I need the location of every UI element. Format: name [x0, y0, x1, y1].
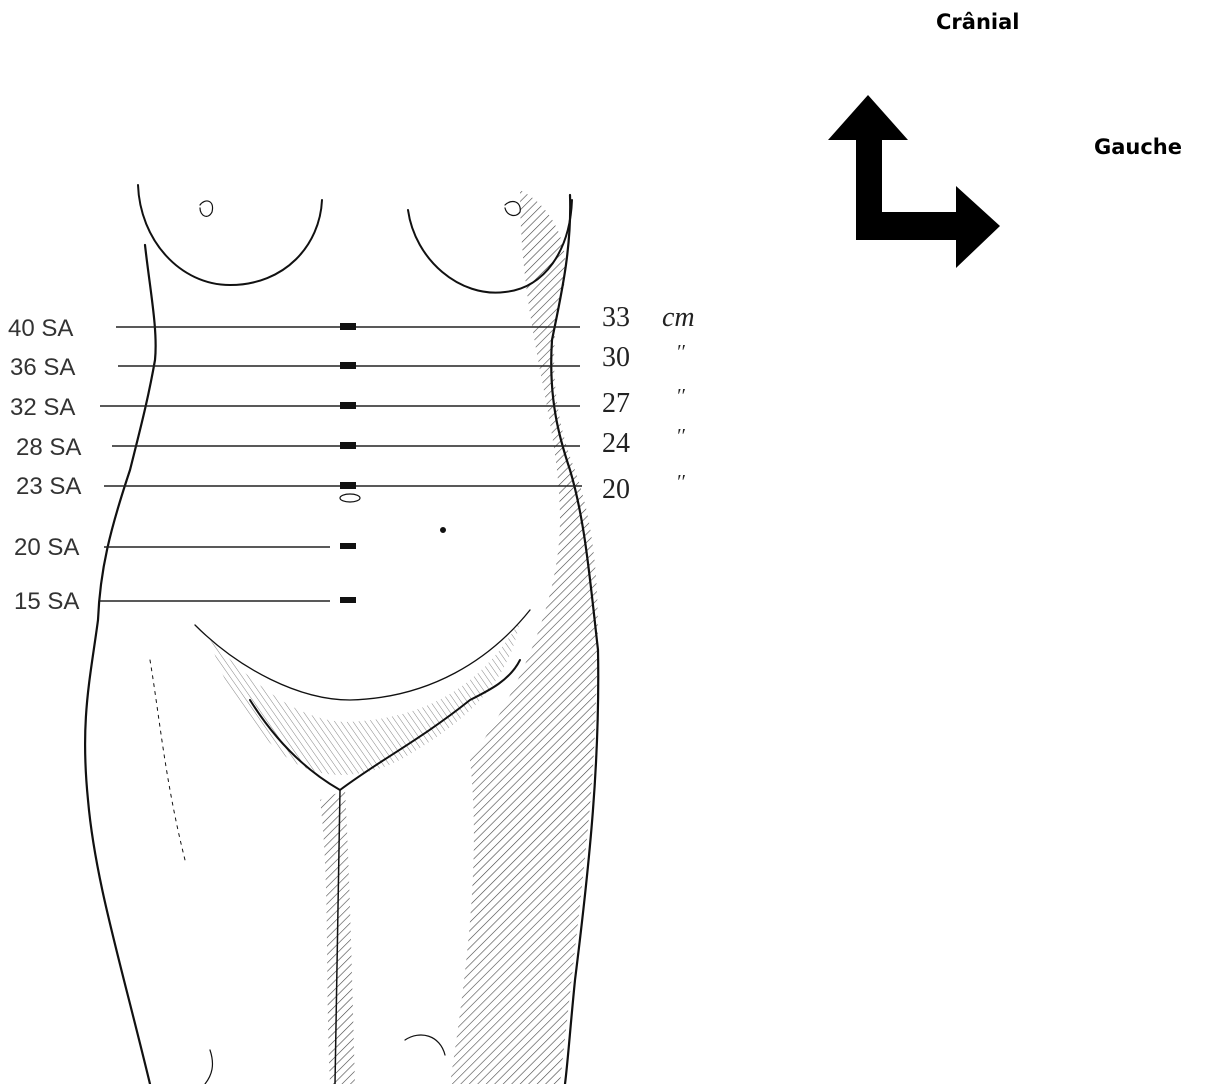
gestational-age-labels: 40 SA 36 SA 32 SA 28 SA 23 SA 20 SA 15 S… [8, 315, 81, 615]
cm-unit: ′′ [676, 471, 685, 493]
torso-illustration [85, 185, 598, 1084]
sa-label: 40 SA [8, 315, 73, 342]
body-outline-left [85, 245, 156, 1084]
midline-markers [340, 323, 356, 603]
fundal-height-labels: 33 cm 30 ′′ 27 ′′ 24 ′′ 20 ′′ [602, 302, 695, 505]
sa-label: 15 SA [14, 588, 79, 615]
sa-label: 32 SA [10, 394, 75, 421]
sa-label: 23 SA [16, 473, 81, 500]
orientation-arrow-icon [828, 95, 1000, 268]
sa-label: 36 SA [10, 354, 75, 381]
cm-unit: ′′ [676, 341, 685, 363]
cranial-arrow-icon [828, 95, 908, 212]
cm-unit: cm [662, 302, 695, 333]
right-breast-outline [138, 185, 322, 285]
sa-label: 20 SA [14, 534, 79, 561]
cm-unit: ′′ [676, 385, 685, 407]
cm-unit: ′′ [676, 425, 685, 447]
cm-value: 20 [602, 474, 630, 505]
right-flank-shading [450, 190, 598, 1084]
sa-label: 28 SA [16, 434, 81, 461]
cm-value: 27 [602, 388, 630, 419]
cm-value: 24 [602, 428, 630, 459]
cm-value: 30 [602, 342, 630, 373]
cm-value: 33 [602, 302, 630, 333]
